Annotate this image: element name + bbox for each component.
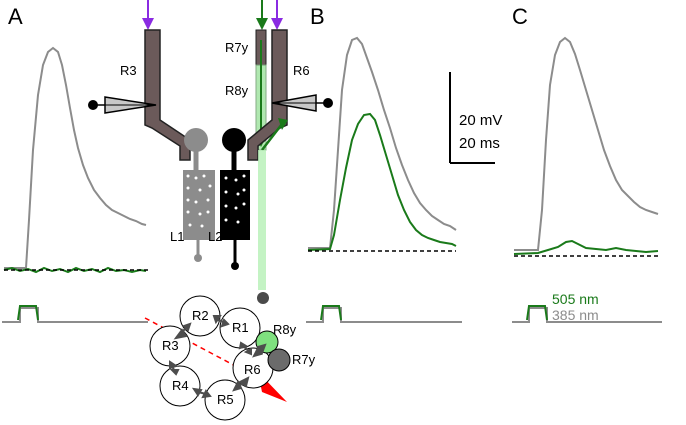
panel-label-a: A — [8, 4, 23, 29]
scale-voltage-label: 20 mV — [459, 112, 502, 129]
panel-label-c: C — [512, 4, 528, 29]
green-light-beam — [258, 150, 266, 290]
panel-c-stimulus-gray — [512, 307, 662, 323]
r3-photoreceptor — [144, 29, 191, 161]
coupling-arrows — [169, 315, 267, 399]
l1-cartridge — [183, 170, 215, 240]
l2-label: L2 — [208, 229, 222, 244]
r7y-circle — [267, 348, 291, 372]
cross-r8y-label: R8y — [273, 322, 297, 337]
violet-arrowhead-r6 — [271, 18, 283, 30]
panel-b-stimulus-gray — [306, 307, 462, 323]
cross-r5-label: R5 — [217, 392, 234, 407]
l1-terminal — [194, 254, 202, 262]
green-arrowhead-top — [256, 18, 268, 30]
l1-label: L1 — [170, 229, 184, 244]
green-diag-arrowhead — [278, 118, 288, 130]
cross-r1-label: R1 — [232, 320, 249, 335]
panel-a-gray-trace — [4, 46, 147, 269]
cross-r7y-label: R7y — [292, 352, 316, 367]
panel-label-b: B — [310, 4, 325, 29]
l1-soma — [184, 128, 208, 152]
cross-r3-label: R3 — [162, 338, 179, 353]
green-diag-arrow — [261, 123, 283, 151]
r8y-terminal — [257, 292, 269, 304]
r8y-label: R8y — [225, 83, 249, 98]
panel-b-gray-trace — [308, 36, 457, 249]
cross-r6-label: R6 — [244, 362, 261, 377]
panel-c-gray-trace — [514, 36, 659, 251]
r6-label: R6 — [293, 63, 310, 78]
scale-time-label: 20 ms — [459, 135, 500, 152]
panel-c-green-trace — [513, 239, 659, 255]
synapse-dots — [186, 174, 246, 228]
r6-photoreceptor — [247, 29, 288, 161]
r3-label: R3 — [120, 63, 137, 78]
legend-385: 385 nm — [552, 307, 599, 323]
r4-circle — [159, 365, 201, 407]
cross-r4-label: R4 — [172, 378, 189, 393]
legend-505: 505 nm — [552, 291, 599, 307]
l2-terminal — [231, 262, 239, 270]
cross-r2-label: R2 — [192, 308, 209, 323]
panel-b-green-trace — [307, 112, 457, 251]
violet-arrowhead-r3 — [142, 18, 154, 30]
r7y-label: R7y — [225, 40, 249, 55]
panel-a-stimulus-gray — [2, 307, 148, 323]
panel-a-stimulus-green — [17, 305, 39, 321]
panel-c-stimulus-green — [526, 305, 548, 321]
l2-soma — [222, 128, 246, 152]
panel-b-stimulus-green — [320, 305, 342, 321]
